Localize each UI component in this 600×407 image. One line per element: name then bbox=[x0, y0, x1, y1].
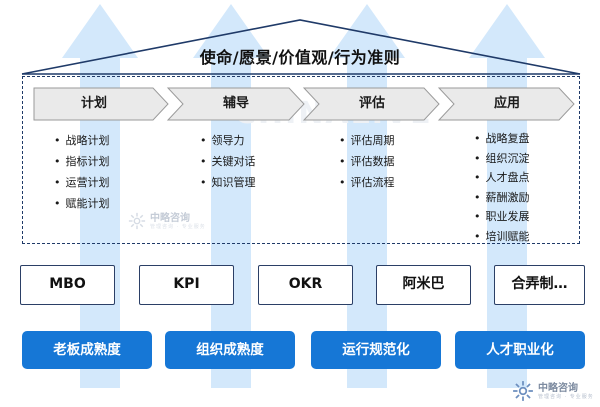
framework-box bbox=[22, 76, 580, 244]
logo-watermark: 中略咨询 管理咨询 · 专业服务 bbox=[128, 212, 206, 230]
brand-tagline: 管理咨询 · 专业服务 bbox=[538, 393, 594, 400]
list-item: 职业发展 bbox=[474, 207, 530, 227]
list-item: 组织沉淀 bbox=[474, 149, 530, 169]
stage-list-coach: 领导力 关键对话 知识管理 bbox=[200, 130, 256, 193]
stage-label-plan: 计划 bbox=[80, 96, 107, 111]
list-item: 评估流程 bbox=[339, 172, 395, 193]
tool-box-holacracy: 合弄制… bbox=[494, 265, 585, 305]
list-item: 薪酬激励 bbox=[474, 188, 530, 208]
tool-box-mbo: MBO bbox=[20, 265, 115, 305]
chevron-plan bbox=[33, 87, 169, 121]
brand-logo: 中略咨询 管理咨询 · 专业服务 bbox=[512, 380, 594, 402]
foundation-org-maturity: 组织成熟度 bbox=[165, 331, 295, 369]
logo-tagline: 管理咨询 · 专业服务 bbox=[150, 223, 206, 230]
list-item: 战略计划 bbox=[54, 130, 110, 151]
stage-list-plan: 战略计划 指标计划 运营计划 赋能计划 bbox=[54, 130, 110, 214]
list-item: 领导力 bbox=[200, 130, 256, 151]
foundation-talent-professional: 人才职业化 bbox=[455, 331, 585, 369]
tool-box-kpi: KPI bbox=[139, 265, 234, 305]
list-item: 战略复盘 bbox=[474, 129, 530, 149]
roof-title: 使命/愿景/价值观/行为准则 bbox=[199, 48, 401, 67]
chevron-coach bbox=[166, 87, 305, 121]
stage-list-apply: 战略复盘 组织沉淀 人才盘点 薪酬激励 职业发展 培训赋能 bbox=[474, 129, 530, 246]
list-item: 人才盘点 bbox=[474, 168, 530, 188]
list-item: 赋能计划 bbox=[54, 193, 110, 214]
list-item: 培训赋能 bbox=[474, 227, 530, 247]
chevron-apply bbox=[437, 87, 575, 121]
list-item: 知识管理 bbox=[200, 172, 256, 193]
tool-box-amoeba: 阿米巴 bbox=[376, 265, 471, 305]
brand-name: 中略咨询 bbox=[538, 382, 578, 394]
list-item: 评估数据 bbox=[339, 151, 395, 172]
tool-box-okr: OKR bbox=[258, 265, 353, 305]
list-item: 关键对话 bbox=[200, 151, 256, 172]
stage-label-coach: 辅导 bbox=[222, 96, 249, 111]
stage-label-apply: 应用 bbox=[493, 96, 520, 111]
list-item: 运营计划 bbox=[54, 172, 110, 193]
foundation-operation-standard: 运行规范化 bbox=[311, 331, 441, 369]
logo-name: 中略咨询 bbox=[150, 212, 190, 224]
list-item: 评估周期 bbox=[339, 130, 395, 151]
stage-label-evaluate: 评估 bbox=[358, 96, 385, 111]
sunburst-logo-icon bbox=[513, 381, 533, 401]
stage-list-evaluate: 评估周期 评估数据 评估流程 bbox=[339, 130, 395, 193]
logo-icon bbox=[128, 212, 146, 230]
list-item: 指标计划 bbox=[54, 151, 110, 172]
foundation-boss-maturity: 老板成熟度 bbox=[22, 331, 152, 369]
chevron-evaluate bbox=[302, 87, 440, 121]
